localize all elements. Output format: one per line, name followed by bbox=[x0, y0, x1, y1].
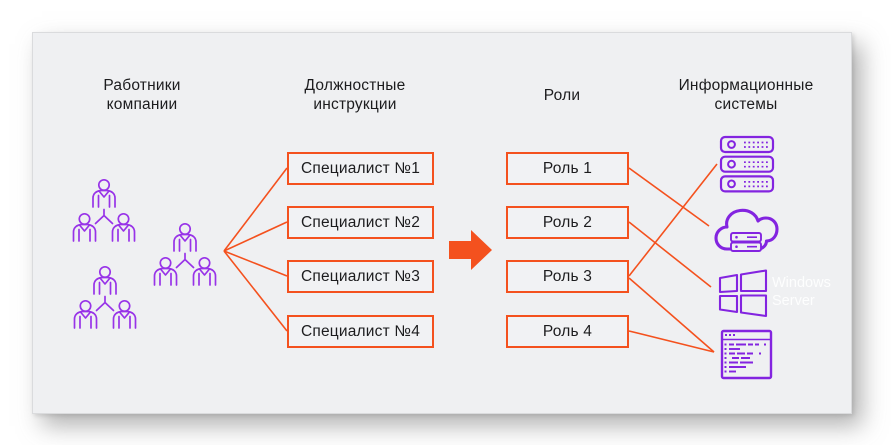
windows-server-label: Windows Server bbox=[772, 275, 831, 309]
server-rack-icon bbox=[719, 135, 775, 193]
role-box-3: Роль 3 bbox=[506, 260, 629, 293]
specialist-box-1: Специалист №1 bbox=[287, 152, 434, 185]
flow-arrow-icon bbox=[449, 230, 492, 270]
diagram-panel: Работники компании Должностные инструкци… bbox=[32, 32, 852, 414]
column-header-roles: Роли bbox=[543, 87, 581, 104]
connector-line bbox=[223, 250, 288, 332]
specialist-box-4: Специалист №4 bbox=[287, 315, 434, 348]
connector-line bbox=[628, 330, 715, 353]
column-header-systems: Информационные системы bbox=[678, 77, 814, 113]
role-to-system-lines bbox=[628, 163, 718, 353]
column-header-employees: Работники компании bbox=[103, 77, 181, 113]
org-group-icon-3 bbox=[155, 224, 216, 285]
role-box-4: Роль 4 bbox=[506, 315, 629, 348]
specialist-box-2: Специалист №2 bbox=[287, 206, 434, 239]
org-group-icon-1 bbox=[74, 180, 135, 241]
connector-line bbox=[628, 221, 712, 288]
role-box-1: Роль 1 bbox=[506, 152, 629, 185]
connector-line bbox=[223, 250, 288, 277]
column-header-instructions: Должностные инструкции bbox=[304, 77, 406, 113]
org-group-icon-2 bbox=[75, 267, 136, 328]
specialist-box-3: Специалист №3 bbox=[287, 260, 434, 293]
windows-logo-icon bbox=[718, 269, 768, 318]
connector-line bbox=[628, 167, 710, 227]
diagram-overlay bbox=[33, 135, 779, 380]
code-window-icon bbox=[720, 329, 773, 380]
employee-to-specialist-lines bbox=[223, 167, 288, 332]
connector-line bbox=[628, 277, 715, 353]
connector-line bbox=[628, 163, 718, 277]
cloud-server-icon bbox=[714, 208, 779, 252]
connector-line bbox=[223, 167, 288, 252]
role-box-2: Роль 2 bbox=[506, 206, 629, 239]
connector-line bbox=[223, 221, 288, 252]
